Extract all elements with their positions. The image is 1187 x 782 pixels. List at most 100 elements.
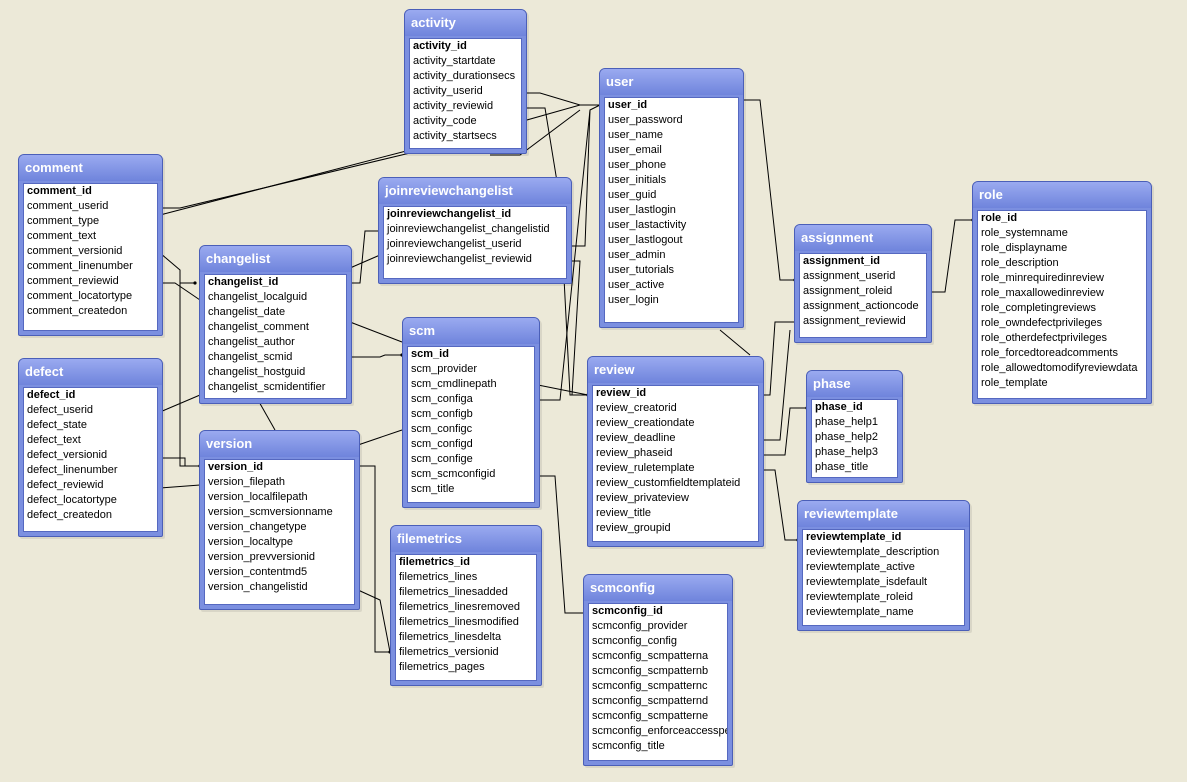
table-field[interactable]: role_displayname [981,242,1068,254]
table-field[interactable]: defect_versionid [27,449,108,461]
table-field[interactable]: filemetrics_linesremoved [399,601,521,613]
table-field[interactable]: activity_durationsecs [413,70,516,82]
table-field[interactable]: scm_confige [411,453,473,465]
table-field[interactable]: activity_userid [413,85,483,97]
table-field[interactable]: reviewtemplate_roleid [806,591,913,603]
table-field[interactable]: user_tutorials [608,264,675,276]
table-field[interactable]: joinreviewchangelist_changelistid [387,223,550,235]
primary-key-field[interactable]: scm_id [411,348,449,360]
table-title[interactable]: defect [19,359,162,385]
table-title[interactable]: review [588,357,763,383]
table-field[interactable]: filemetrics_linesdelta [399,631,502,643]
primary-key-field[interactable]: changelist_id [208,276,279,288]
table-field[interactable]: user_guid [608,189,657,201]
table-field[interactable]: scm_cmdlinepath [411,378,497,390]
table-field[interactable]: version_scmversionname [208,506,333,518]
table-field[interactable]: changelist_comment [208,321,309,333]
primary-key-field[interactable]: phase_id [815,401,863,413]
table-field[interactable]: review_creatorid [596,402,677,414]
table-title[interactable]: joinreviewchangelist [379,178,571,204]
table-field[interactable]: reviewtemplate_description [806,546,940,558]
table-title[interactable]: scm [403,318,539,344]
table-field[interactable]: role_description [981,257,1059,269]
primary-key-field[interactable]: activity_id [413,40,467,52]
table-field[interactable]: role_otherdefectprivileges [981,332,1107,344]
primary-key-field[interactable]: reviewtemplate_id [806,531,902,543]
table-field[interactable]: changelist_hostguid [208,366,306,378]
table-field[interactable]: version_localtype [208,536,293,548]
primary-key-field[interactable]: user_id [608,99,648,111]
table-field[interactable]: version_localfilepath [208,491,308,503]
table-field[interactable]: review_phaseid [596,447,673,459]
table-field[interactable]: reviewtemplate_name [806,606,914,618]
table-field[interactable]: user_phone [608,159,667,171]
primary-key-field[interactable]: comment_id [27,185,92,197]
table-field[interactable]: reviewtemplate_active [806,561,915,573]
table-field[interactable]: role_completingreviews [981,302,1096,314]
table-field[interactable]: defect_text [27,434,81,446]
table-field[interactable]: review_privateview [596,492,689,504]
table-field[interactable]: scm_title [411,483,455,495]
table-field[interactable]: review_groupid [596,522,671,534]
table-joinreviewchangelist[interactable]: joinreviewchangelist joinreviewchangelis… [378,177,572,284]
table-field[interactable]: comment_versionid [27,245,123,257]
table-field[interactable]: comment_reviewid [27,275,119,287]
table-field[interactable]: scm_configc [411,423,473,435]
table-title[interactable]: phase [807,371,902,397]
table-field[interactable]: scmconfig_title [592,740,665,752]
primary-key-field[interactable]: assignment_id [803,255,881,267]
primary-key-field[interactable]: defect_id [27,389,76,401]
table-field[interactable]: scmconfig_config [592,635,677,647]
table-title[interactable]: version [200,431,359,457]
table-field[interactable]: user_login [608,294,659,306]
table-field[interactable]: review_title [596,507,652,519]
table-field[interactable]: defect_locatortype [27,494,117,506]
table-field[interactable]: joinreviewchangelist_userid [387,238,522,250]
table-field[interactable]: filemetrics_linesmodified [399,616,519,628]
table-field[interactable]: activity_reviewid [413,100,494,112]
table-field[interactable]: role_minrequiredinreview [981,272,1104,284]
table-field[interactable]: user_name [608,129,664,141]
table-field[interactable]: filemetrics_versionid [399,646,499,658]
table-field[interactable]: role_template [981,377,1048,389]
table-field[interactable]: comment_locatortype [27,290,133,302]
table-field[interactable]: review_ruletemplate [596,462,695,474]
table-field[interactable]: defect_linenumber [27,464,118,476]
table-field[interactable]: role_forcedtoreadcomments [981,347,1118,359]
table-field[interactable]: filemetrics_lines [399,571,478,583]
table-field[interactable]: defect_userid [27,404,94,416]
table-field[interactable]: scmconfig_scmpatternd [592,695,709,707]
table-field[interactable]: comment_text [27,230,97,242]
table-field[interactable]: user_lastlogout [608,234,683,246]
table-field[interactable]: assignment_userid [803,270,896,282]
table-field[interactable]: filemetrics_linesadded [399,586,508,598]
table-field[interactable]: activity_startdate [413,55,496,67]
table-title[interactable]: filemetrics [391,526,541,552]
table-field[interactable]: user_admin [608,249,666,261]
table-field[interactable]: changelist_localguid [208,291,308,303]
table-assignment[interactable]: assignment assignment_id assignment_useri… [794,224,932,343]
table-field[interactable]: version_changelistid [208,581,308,593]
table-field[interactable]: scm_configb [411,408,473,420]
table-field[interactable]: scm_provider [411,363,478,375]
table-title[interactable]: comment [19,155,162,181]
table-field[interactable]: joinreviewchangelist_reviewid [387,253,532,265]
table-field[interactable]: scm_configd [411,438,473,450]
table-field[interactable]: comment_userid [27,200,109,212]
table-field[interactable]: review_creationdate [596,417,695,429]
table-field[interactable]: changelist_author [208,336,295,348]
table-field[interactable]: review_customfieldtemplateid [596,477,741,489]
table-field[interactable]: version_changetype [208,521,307,533]
table-field[interactable]: role_maxallowedinreview [981,287,1104,299]
table-field[interactable]: phase_help2 [815,431,879,443]
table-title[interactable]: assignment [795,225,931,251]
